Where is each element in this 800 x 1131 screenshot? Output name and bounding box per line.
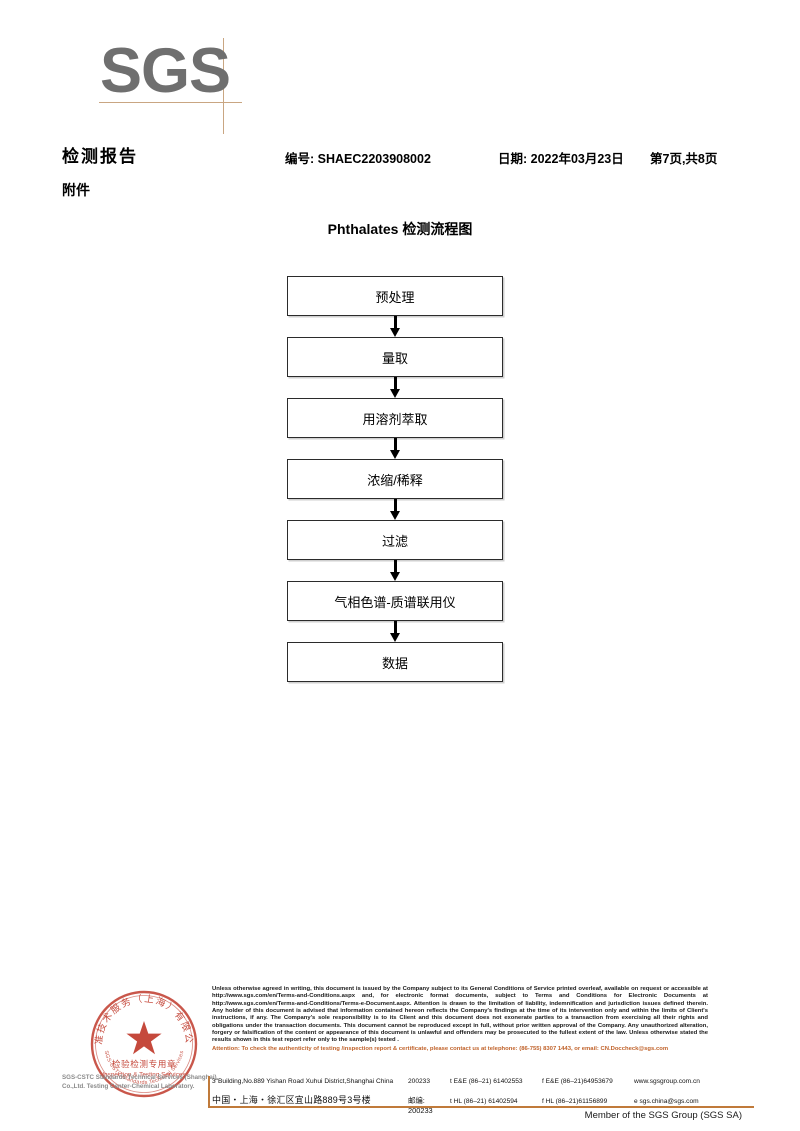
address-vertical-rule [208,1076,210,1108]
address-chinese: 中国・上海・徐汇区宜山路889号3号楼 [212,1095,371,1105]
flow-step-data: 数据 [287,642,503,682]
address-row-en: 3"Building,No.889 Yishan Road Xuhui Dist… [212,1078,708,1093]
report-date: 日期: 2022年03月23日 [498,152,624,166]
flow-step-measure: 量取 [287,337,503,377]
legal-body: Unless otherwise agreed in writing, this… [212,986,708,1044]
sgs-logo: SGS [99,36,242,134]
flow-arrow-6 [287,621,503,642]
address-english: 3"Building,No.889 Yishan Road Xuhui Dist… [212,1078,394,1085]
fax-hl: f HL (86–21)61156899 [542,1098,608,1105]
sgs-logo-text: SGS [100,36,231,106]
flowchart-title: Phthalates 检测流程图 [327,221,473,237]
flow-step-gcms: 气相色谱-质谱联用仪 [287,581,503,621]
svg-text:检验检测专用章: 检验检测专用章 [112,1058,176,1069]
svg-text:Inspection & Testing Services: Inspection & Testing Services [102,1072,185,1079]
flow-arrow-5 [287,560,503,581]
sgs-group-member-note: Member of the SGS Group (SGS SA) [584,1110,742,1121]
report-number: 编号: SHAEC2203908002 [285,152,431,166]
email[interactable]: e sgs.china@sgs.com [634,1098,699,1105]
flow-arrow-1 [287,316,503,337]
legal-disclaimer: Unless otherwise agreed in writing, this… [212,986,708,1053]
logo-vertical-rule [223,38,225,134]
address-block: 3"Building,No.889 Yishan Road Xuhui Dist… [212,1078,708,1115]
tel-ee: t E&E (86–21) 61402553 [450,1078,523,1085]
flow-step-concentrate-dilute: 浓缩/稀释 [287,459,503,499]
flow-arrow-4 [287,499,503,520]
address-row-cn: 中国・上海・徐汇区宜山路889号3号楼 邮编: 200233 t HL (86–… [212,1093,708,1115]
flow-arrow-2 [287,377,503,398]
zip-english: 200233 [408,1078,431,1085]
tel-hl: t HL (86–21) 61402594 [450,1098,518,1105]
page-title: 检测报告 [62,147,138,166]
logo-horizontal-rule [99,102,242,104]
flowchart: 预处理 量取 用溶剂萃取 浓缩/稀释 过滤 气相色谱-质谱联用仪 数据 [287,276,503,682]
zip-chinese: 邮编: 200233 [408,1096,433,1115]
website[interactable]: www.sgsgroup.com.cn [634,1078,700,1085]
fax-ee: f E&E (86–21)64953679 [542,1078,613,1085]
attachment-label: 附件 [62,182,90,198]
page-indicator: 第7页,共8页 [650,152,718,166]
flow-arrow-3 [287,438,503,459]
attention-notice: Attention: To check the authenticity of … [212,1045,669,1052]
flow-step-pretreatment: 预处理 [287,276,503,316]
flow-step-solvent-extraction: 用溶剂萃取 [287,398,503,438]
address-horizontal-rule [208,1106,754,1108]
seal-caption: SGS-CSTC Standards Technical Services (S… [62,1074,217,1090]
official-seal-stamp: 标准技术服务（上海）有限公司 SGS-CSTC Standards Techni… [88,988,200,1100]
flow-step-filtration: 过滤 [287,520,503,560]
